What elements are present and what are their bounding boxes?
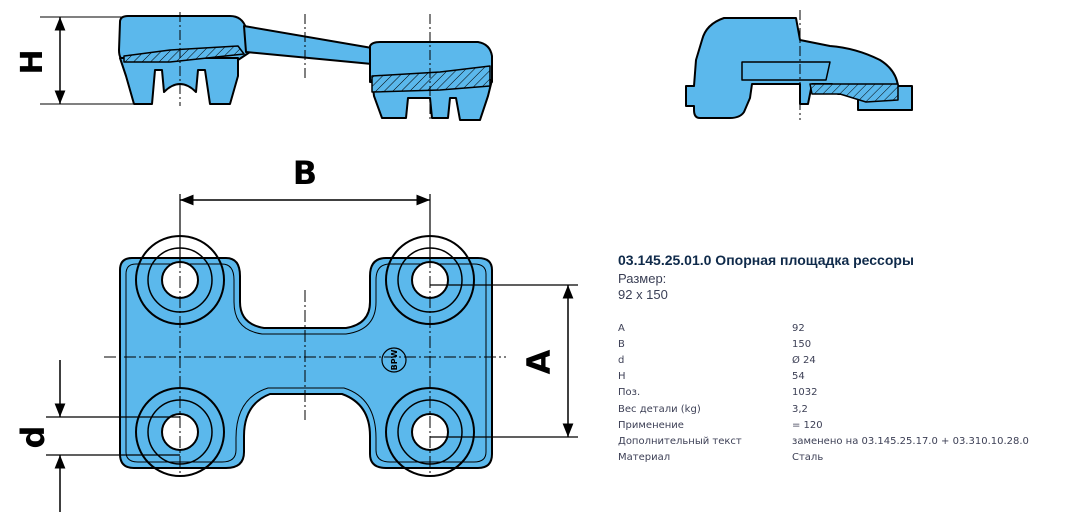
- spec-row-a: A 92: [618, 320, 1029, 336]
- spec-key: d: [618, 354, 625, 366]
- spec-value: Ø 24: [792, 354, 816, 366]
- spec-value: 92: [792, 322, 805, 334]
- spec-key: H: [618, 371, 626, 383]
- spec-row-pos: Поз. 1032: [618, 385, 1029, 401]
- dim-label-d: d: [14, 426, 52, 449]
- spec-key: Материал: [618, 452, 671, 464]
- spec-row-application: Применение = 120: [618, 417, 1029, 433]
- spec-value: 1032: [792, 387, 818, 399]
- spec-value: Сталь: [792, 452, 824, 464]
- side-view: [40, 12, 493, 122]
- product-info: 03.145.25.01.0 Опорная площадка рессоры …: [618, 252, 1058, 303]
- spec-key: A: [618, 322, 625, 334]
- spec-key: Поз.: [618, 387, 641, 399]
- spec-value: = 120: [792, 419, 823, 431]
- spec-key: Применение: [618, 419, 684, 431]
- dim-label-b: B: [293, 154, 317, 192]
- spec-row-h: H 54: [618, 369, 1029, 385]
- dim-label-a: A: [520, 349, 558, 374]
- spec-value: 54: [792, 371, 805, 383]
- size-label: Размер:: [618, 271, 667, 286]
- spec-row-material: Материал Сталь: [618, 450, 1029, 466]
- bpw-logo: BPW: [390, 349, 399, 370]
- dim-label-h: H: [15, 49, 50, 74]
- product-title: 03.145.25.01.0 Опорная площадка рессоры: [618, 252, 914, 268]
- spec-row-extra-text: Дополнительный текст заменено на 03.145.2…: [618, 433, 1029, 449]
- spec-row-d: d Ø 24: [618, 352, 1029, 368]
- spec-row-weight: Вес детали (kg) 3,2: [618, 401, 1029, 417]
- spec-value: 3,2: [792, 403, 808, 415]
- plan-view: [46, 194, 578, 512]
- spec-key: Вес детали (kg): [618, 403, 701, 415]
- spec-key: Дополнительный текст: [618, 435, 742, 447]
- size-value: 92 x 150: [618, 287, 668, 302]
- specs-table: A 92 B 150 d Ø 24 H 54 Поз. 1032 Вес детали (…: [618, 320, 1029, 466]
- spec-value: заменено на 03.145.25.17.0 + 03.310.10.2…: [792, 435, 1029, 447]
- end-view: [685, 10, 913, 120]
- spec-row-b: B 150: [618, 336, 1029, 352]
- spec-key: B: [618, 338, 625, 350]
- spec-value: 150: [792, 338, 812, 350]
